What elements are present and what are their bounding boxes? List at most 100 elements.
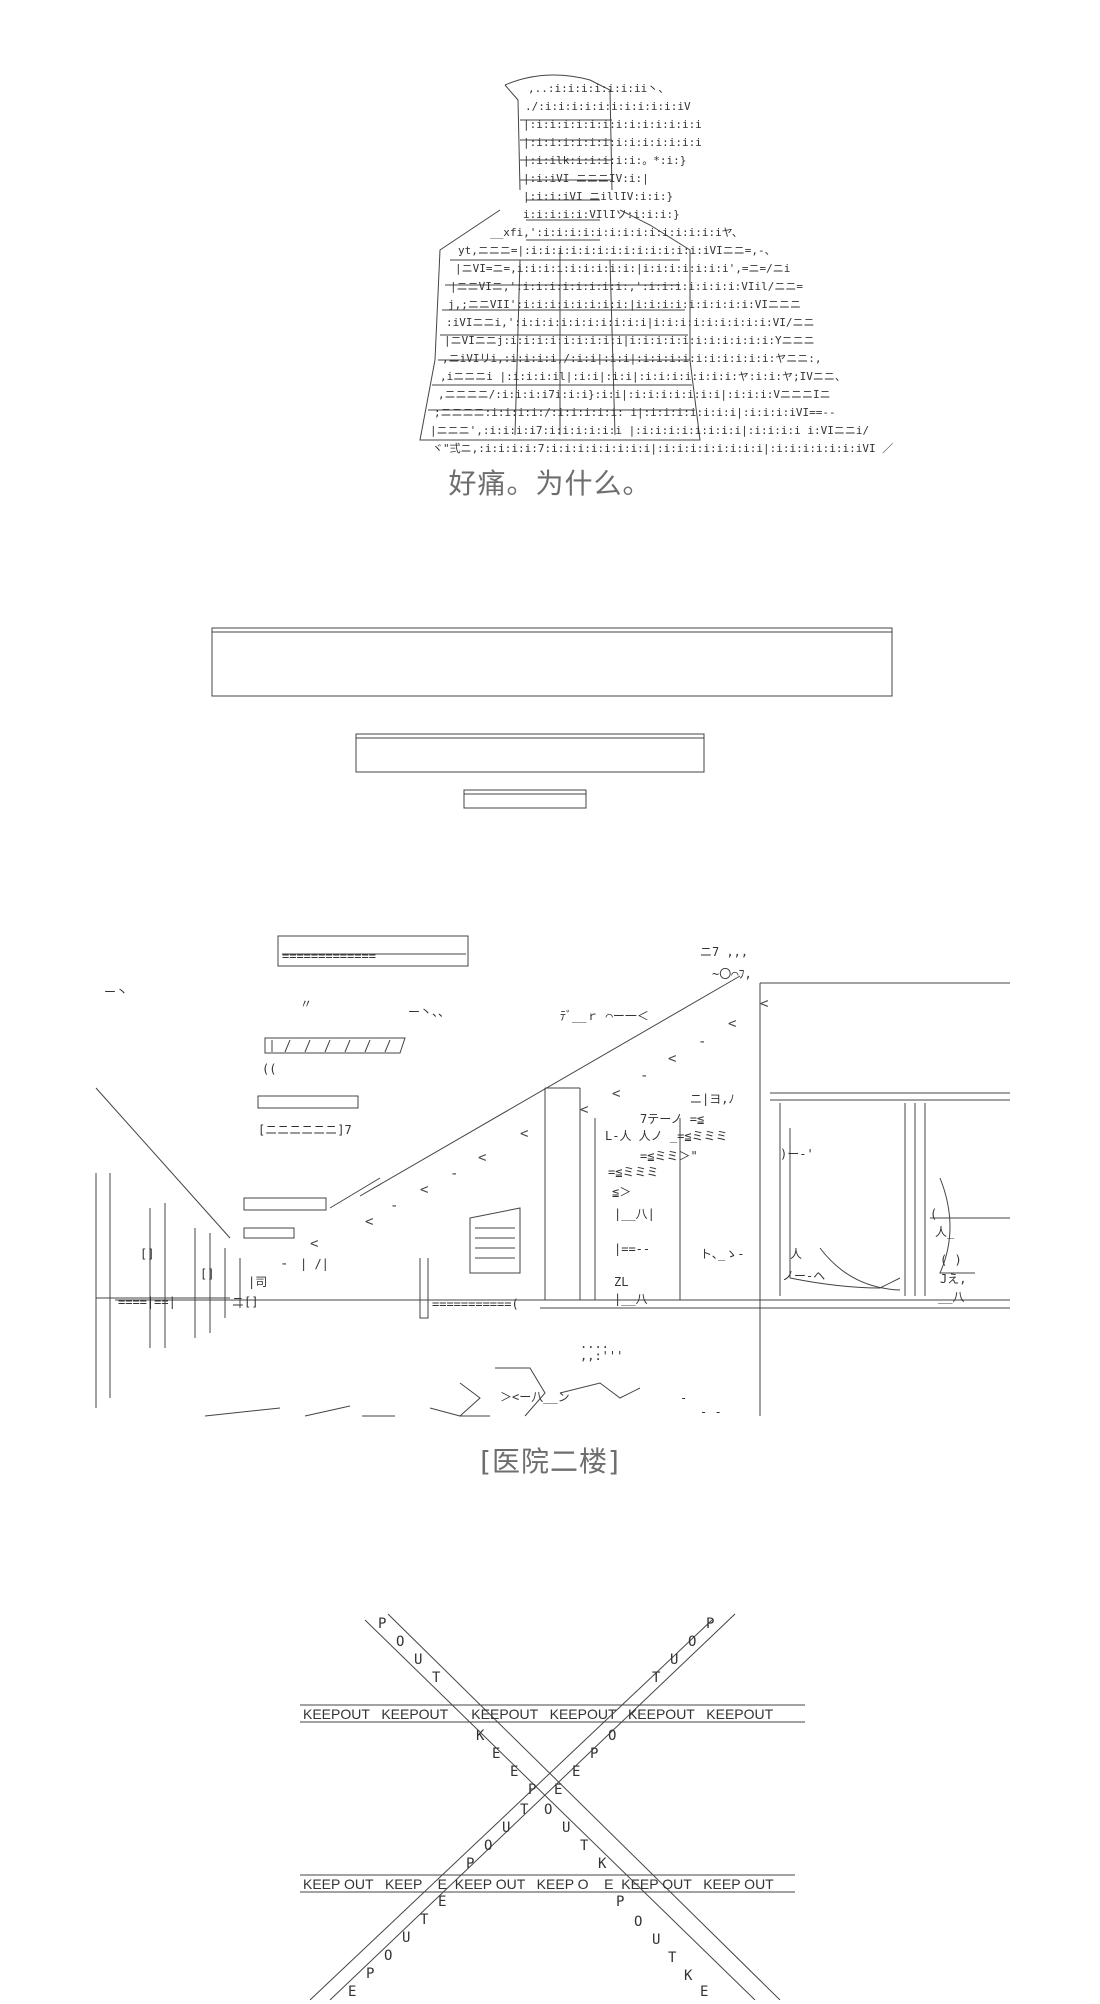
svg-text:ー丶: ー丶 [104,985,128,999]
svg-text:O: O [608,1728,616,1744]
hospital-corridor-ascii-art: ー丶 〃 ー丶、、 (( [ニニニニニニ]7 ============= ニ7 … [95,935,1010,1419]
stacked-blank-frames [211,627,893,809]
svg-text:__八: __八 [938,1290,964,1304]
svg-text:-: - [390,1198,398,1214]
svg-text:=≦ミミミ: =≦ミミミ [608,1165,658,1179]
svg-text:O: O [484,1838,492,1854]
svg-text:yt,ニニニ=|:i:i:i:i:i:i:i:i:i:i:i: yt,ニニニ=|:i:i:i:i:i:i:i:i:i:i:i:i:i:iVIニニ… [458,244,776,257]
svg-text:E: E [554,1782,562,1798]
keep-out-tape-cross: KEEPOUT KEEPOUT KEEPOUT KEEPOUT KEEPOUT … [300,1613,805,2001]
svg-text:Jえ,: Jえ, [940,1272,966,1286]
svg-text:(: ( [930,1207,937,1221]
svg-text:~〇⌒ﾌ,: ~〇⌒ﾌ, [712,967,752,981]
svg-text:[ニニニニニニ]7: [ニニニニニニ]7 [258,1123,352,1137]
svg-text:<: < [365,1214,373,1230]
svg-text:＞<ー八__ン: ＞<ー八__ン [500,1390,570,1404]
svg-text:ー丶、、: ー丶、、 [408,1005,450,1019]
svg-text:| /|: | /| [300,1257,329,1271]
svg-text:<: < [728,1016,736,1032]
svg-text:|__八: |__八 [614,1292,648,1306]
svg-text:O: O [396,1634,404,1650]
svg-text:((: (( [262,1062,276,1076]
panel-figure: ,..:i:i:i:i:i:i:ii丶、 ./:i:i:i:i:i:i:i:i:… [0,60,1100,460]
svg-text:E: E [572,1764,580,1780]
svg-text:__xfi,':i:i:i:i:i:i:i:i:i:i:i:: __xfi,':i:i:i:i:i:i:i:i:i:i:i:i:i:iヤ、 [490,226,743,239]
svg-text:ﾃﾞ__ｒ ⌒ー一＜: ﾃﾞ__ｒ ⌒ー一＜ [560,1009,649,1023]
svg-text:P: P [706,1616,714,1632]
svg-text:,,:''': ,,:''' [580,1349,623,1363]
svg-text:O: O [544,1802,552,1818]
svg-text:|:i:ilk:i:i:i:i:i:。*:i:}: |:i:ilk:i:i:i:i:i:。*:i:} [523,154,686,167]
panel-frames [0,620,1100,820]
svg-text:E: E [348,1984,356,2000]
corridor-caption: [医院二楼] [480,1445,620,1478]
svg-text:<: < [612,1086,620,1102]
svg-text:- -: - - [700,1405,722,1419]
svg-text:|ニVI=ニ=,i:i:i:i:i:i:i:i:i:|i:i: |ニVI=ニ=,i:i:i:i:i:i:i:i:i:|i:i:i:i:i:i:i… [455,262,790,275]
svg-text:L-人 人ノ _=≦ミミミ: L-人 人ノ _=≦ミミミ [605,1129,728,1143]
hooded-figure-ascii-art: ,..:i:i:i:i:i:i:ii丶、 ./:i:i:i:i:i:i:i:i:… [419,74,893,455]
svg-text:;ニニニニ:i:i:i:i:/:i:i:i:i:i: i|:: ;ニニニニ:i:i:i:i:/:i:i:i:i:i: i|:i:i:i:i:i:… [434,406,836,419]
svg-text:,ニiVIリi,:i:i:i:i,/:i:i|:i:i|:i: ,ニiVIリi,:i:i:i:i,/:i:i|:i:i|:i:i:i:i:i:i… [442,352,822,365]
svg-text:O: O [634,1914,642,1930]
svg-text:|:i:i:i:i:i:i:i:i:i:i:i:i:i: |:i:i:i:i:i:i:i:i:i:i:i:i:i [523,136,702,149]
svg-text:|:i:i:i:i:i:i:i:i:i:i:i:i:i: |:i:i:i:i:i:i:i:i:i:i:i:i:i [523,118,702,131]
svg-text:U: U [502,1820,510,1836]
svg-text:T: T [580,1838,589,1854]
svg-text:P: P [466,1856,474,1872]
svg-text:-: - [680,1391,687,1405]
svg-text:,..:i:i:i:i:i:i:ii丶、: ,..:i:i:i:i:i:i:ii丶、 [528,82,669,95]
svg-text:<: < [478,1150,486,1166]
svg-text:./:i:i:i:i:i:i:i:i:i:i:iV: ./:i:i:i:i:i:i:i:i:i:i:iV [525,100,691,113]
svg-text:T: T [432,1670,441,1686]
figure-caption: 好痛。为什么。 [448,467,652,500]
svg-text:E: E [492,1746,500,1762]
svg-text:|:i:i:iVI ニillIV:i:i:}: |:i:i:iVI ニillIV:i:i:} [523,190,673,203]
svg-text:T: T [668,1950,677,1966]
svg-text:[]: [] [140,1247,154,1261]
svg-text:T: T [652,1670,661,1686]
svg-text:P: P [616,1894,624,1910]
svg-text:≦＞: ≦＞ [612,1185,631,1199]
svg-text:K: K [476,1728,485,1744]
svg-text:)ー-': )ー-' [780,1147,814,1161]
svg-text:|ニVIニニj:i:i:i:i:i:i:i:i:i|i:i:: |ニVIニニj:i:i:i:i:i:i:i:i:i|i:i:i:i:i:i:i:… [444,334,815,347]
svg-text:ニ|ヨ,ﾉ: ニ|ヨ,ﾉ [690,1092,734,1106]
svg-text:P: P [528,1782,536,1798]
svg-text:人: 人 [790,1247,802,1261]
svg-text:O: O [384,1948,392,1964]
svg-text:U: U [562,1820,570,1836]
svg-text:-: - [280,1256,288,1272]
svg-text:ヾ"弍ニ,:i:i:i:i:7:i:i:i:i:i:i:i:: ヾ"弍ニ,:i:i:i:i:7:i:i:i:i:i:i:i:i|:i:i:i:i… [432,442,893,455]
tape-bottom-text: KEEP OUT KEEP E KEEP OUT KEEP O E KEEP O… [303,1876,774,1892]
svg-text:ニ7 ,,,: ニ7 ,,, [700,945,748,959]
svg-text:|__八|: |__八| [614,1207,655,1221]
svg-text:,ニニニニ/:i:i:i:i7i:i:i}:i:i|:i:i: ,ニニニニ/:i:i:i:i7i:i:i}:i:i|:i:i:i:i:i:i:i… [438,388,831,401]
svg-text:O: O [688,1634,696,1650]
svg-text:K: K [684,1968,693,1984]
svg-text:|司: |司 [248,1275,267,1289]
svg-text:<: < [760,996,768,1012]
svg-text:....: .... [580,1337,609,1351]
svg-text:<: < [580,1102,588,1118]
panel-keepout: KEEPOUT KEEPOUT KEEPOUT KEEPOUT KEEPOUT … [0,1600,1100,2001]
svg-text:E: E [700,1984,708,2000]
svg-text:U: U [652,1932,660,1948]
svg-text:人_: 人_ [935,1225,955,1239]
svg-text:U: U [670,1652,678,1668]
svg-text:-: - [698,1034,706,1050]
svg-text:P: P [590,1746,598,1762]
svg-text:i:i:i:i:i:VIlIソ:i:i:i:}: i:i:i:i:i:VIlIソ:i:i:i:} [523,208,680,221]
svg-text:E: E [510,1764,518,1780]
svg-text::iVIニニi,':i:i:i:i:i:i:i:i:i:i|: :iVIニニi,':i:i:i:i:i:i:i:i:i:i|i:i:i:i:i:… [446,316,815,329]
svg-text:<: < [668,1051,676,1067]
svg-text:K: K [598,1856,607,1872]
svg-text:7テーノ =≦: 7テーノ =≦ [640,1112,704,1126]
svg-text:=≦ミミ＞": =≦ミミ＞" [640,1149,698,1163]
svg-text:|ニニニ',:i:i:i:i7:i:i:i:i:i:i |:: |ニニニ',:i:i:i:i7:i:i:i:i:i:i |:i:i:i:i:i:… [430,424,869,437]
svg-text:U: U [402,1930,410,1946]
svg-text:ト､_ゝ-: ト､_ゝ- [700,1247,744,1261]
svg-text:j,;ニニVII':i:i:i:i:i:i:i:i:|i:i: j,;ニニVII':i:i:i:i:i:i:i:i:|i:i:i:i:i:i:i… [448,298,801,311]
svg-text:=============: ============= [282,949,376,963]
svg-text:====|==|: ====|==| [118,1295,176,1309]
